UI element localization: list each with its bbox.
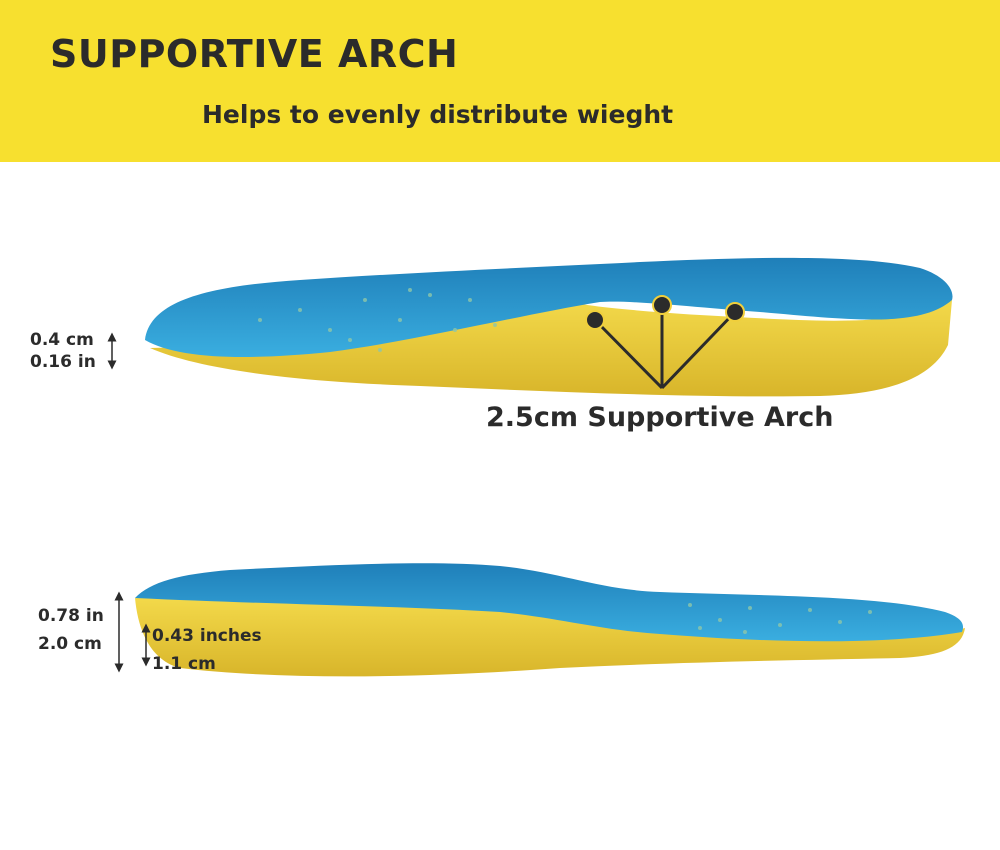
- sole-thickness-in-label: 0.43 inches: [152, 626, 262, 646]
- top-insole-mesh: [145, 257, 953, 357]
- page-title: SUPPORTIVE ARCH: [50, 32, 459, 76]
- arch-support-markers: [585, 295, 745, 390]
- header-banner: SUPPORTIVE ARCH Helps to evenly distribu…: [0, 0, 1000, 162]
- top-insole-foam: [150, 300, 952, 397]
- arch-point-icon: [585, 310, 605, 330]
- top-thickness-in-label: 0.16 in: [30, 352, 96, 372]
- top-thickness-cm-label: 0.4 cm: [30, 330, 94, 350]
- arch-point-icon: [652, 295, 672, 315]
- bottom-insole-mesh: [135, 563, 964, 642]
- arch-height-label: 2.5cm Supportive Arch: [486, 402, 834, 433]
- page-subtitle: Helps to evenly distribute wieght: [202, 100, 674, 129]
- top-insole: [107, 257, 953, 397]
- arch-point-icon: [725, 302, 745, 322]
- bottom-insole: [114, 563, 965, 677]
- sole-thickness-cm-label: 1.1 cm: [152, 654, 216, 674]
- heel-height-in-label: 0.78 in: [38, 606, 104, 626]
- bottom-insole-perforations: [688, 603, 872, 634]
- bottom-insole-foam: [135, 598, 965, 677]
- heel-height-cm-label: 2.0 cm: [38, 634, 102, 654]
- top-insole-perforations: [258, 288, 497, 352]
